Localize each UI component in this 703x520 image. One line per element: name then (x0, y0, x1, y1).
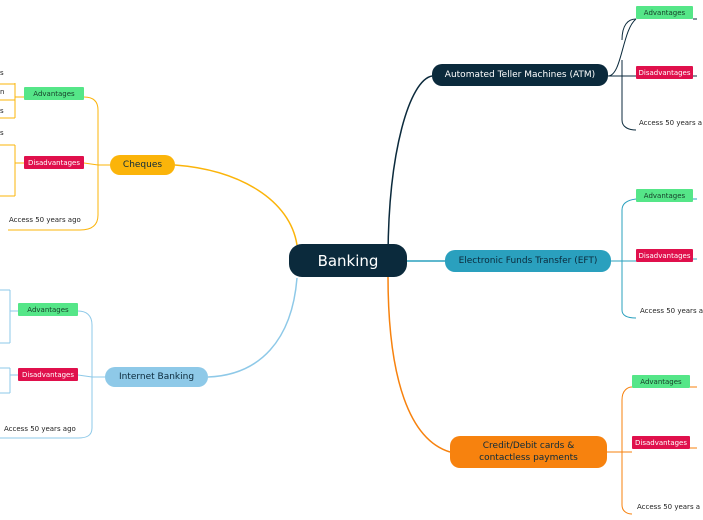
topic-atm[interactable]: Automated Teller Machines (ATM) (432, 64, 608, 86)
cheques-access-note: Access 50 years ago (9, 216, 81, 224)
topic-eft[interactable]: Electronic Funds Transfer (EFT) (445, 250, 611, 272)
topic-cheques[interactable]: Cheques (110, 155, 175, 175)
central-topic-label: Banking (317, 251, 379, 270)
atm-disadvantages-tag[interactable]: Disadvantages (636, 66, 693, 79)
link-atm (387, 75, 433, 261)
eft-advantages-tag[interactable]: Advantages (636, 189, 693, 202)
link-cards (387, 275, 451, 453)
cheques-fragment: s (0, 129, 4, 137)
central-topic-banking[interactable]: Banking (289, 244, 407, 277)
eft-disadvantages-tag[interactable]: Disadvantages (636, 249, 693, 262)
cards-disadvantages-tag[interactable]: Disadvantages (632, 436, 690, 449)
internet-disadvantages-tag[interactable]: Disadvantages (18, 368, 78, 381)
link-internet (207, 277, 298, 378)
cards-access-note: Access 50 years a (637, 503, 701, 511)
topic-internet-label: Internet Banking (118, 372, 195, 382)
cheques-advantages-tag[interactable]: Advantages (24, 87, 84, 100)
internet-advantages-tag[interactable]: Advantages (18, 303, 78, 316)
topic-cards[interactable]: Credit/Debit cards & contactless payment… (450, 436, 607, 468)
cheques-fragment: n (0, 88, 5, 96)
cheques-fragment: s (0, 107, 4, 115)
atm-advantages-tag[interactable]: Advantages (636, 6, 693, 19)
topic-cards-label-line2: contactless payments (479, 453, 578, 463)
cheques-disadvantages-tag[interactable]: Disadvantages (24, 156, 84, 169)
topic-cheques-label: Cheques (122, 160, 163, 170)
internet-access-note: Access 50 years ago (4, 425, 76, 433)
atm-access-note: Access 50 years a (639, 119, 703, 127)
topic-atm-label: Automated Teller Machines (ATM) (444, 70, 596, 80)
topic-cards-label-line1: Credit/Debit cards & (482, 441, 575, 451)
eft-access-note: Access 50 years a (640, 307, 703, 315)
link-cheques (174, 164, 298, 246)
cards-advantages-tag[interactable]: Advantages (632, 375, 690, 388)
topic-eft-label: Electronic Funds Transfer (EFT) (458, 256, 598, 266)
cheques-fragment: s (0, 69, 4, 77)
topic-internet-banking[interactable]: Internet Banking (105, 367, 208, 387)
